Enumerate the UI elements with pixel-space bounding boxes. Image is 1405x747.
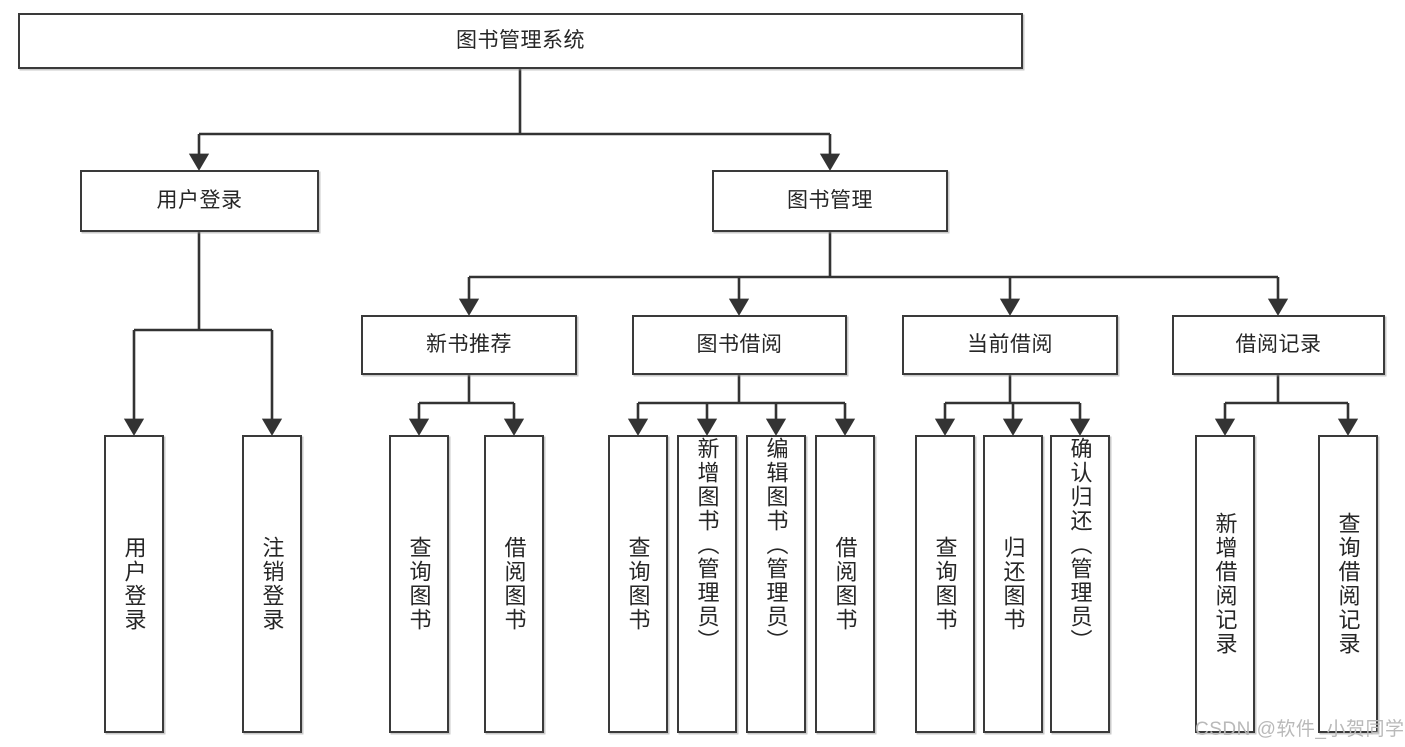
node-leaf-add-book[interactable]: 新增图书（管理员） [677, 435, 737, 733]
node-label: 借阅记录 [1235, 332, 1322, 356]
node-book-borrow[interactable]: 图书借阅 [632, 315, 847, 375]
node-leaf-query-borrow-record[interactable]: 查询借阅记录 [1318, 435, 1378, 733]
node-label: 新增借阅记录 [1212, 512, 1238, 656]
node-borrow-record[interactable]: 借阅记录 [1172, 315, 1385, 375]
node-label: 注销登录 [259, 536, 285, 632]
node-leaf-return-book[interactable]: 归还图书 [983, 435, 1043, 733]
node-label: 用户登录 [156, 188, 243, 212]
node-leaf-borrow-book-2[interactable]: 借阅图书 [815, 435, 875, 733]
node-label: 用户登录 [121, 536, 147, 632]
node-label: 图书管理系统 [456, 28, 585, 52]
node-label: 查询图书 [932, 536, 958, 632]
node-label: 图书借阅 [696, 332, 783, 356]
node-label: 当前借阅 [967, 332, 1053, 356]
node-leaf-confirm-return[interactable]: 确认归还（管理员） [1050, 435, 1110, 733]
node-leaf-query-book-1[interactable]: 查询图书 [389, 435, 449, 733]
node-leaf-edit-book[interactable]: 编辑图书（管理员） [746, 435, 806, 733]
node-leaf-logout[interactable]: 注销登录 [242, 435, 302, 733]
node-current-borrow[interactable]: 当前借阅 [902, 315, 1118, 375]
csdn-watermark: CSDN @软件_小贺同学 [1195, 719, 1405, 740]
node-leaf-add-borrow-record[interactable]: 新增借阅记录 [1195, 435, 1255, 733]
node-label: 查询图书 [406, 536, 432, 632]
node-leaf-query-book-3[interactable]: 查询图书 [915, 435, 975, 733]
node-label: 新增图书（管理员） [694, 437, 720, 653]
node-label: 编辑图书（管理员） [763, 437, 789, 653]
node-label: 新书推荐 [426, 332, 512, 356]
node-label: 借阅图书 [832, 536, 858, 632]
node-label: 借阅图书 [501, 536, 527, 632]
node-label: 查询借阅记录 [1335, 512, 1361, 656]
node-root[interactable]: 图书管理系统 [18, 13, 1023, 69]
node-leaf-user-login[interactable]: 用户登录 [104, 435, 164, 733]
node-leaf-query-book-2[interactable]: 查询图书 [608, 435, 668, 733]
node-label: 确认归还（管理员） [1067, 437, 1093, 653]
node-label: 图书管理 [787, 188, 873, 212]
node-label: 归还图书 [1000, 536, 1026, 632]
node-user-login[interactable]: 用户登录 [80, 170, 319, 232]
node-label: 查询图书 [625, 536, 651, 632]
node-book-manage[interactable]: 图书管理 [712, 170, 948, 232]
node-leaf-borrow-book-1[interactable]: 借阅图书 [484, 435, 544, 733]
node-new-book-recommend[interactable]: 新书推荐 [361, 315, 577, 375]
